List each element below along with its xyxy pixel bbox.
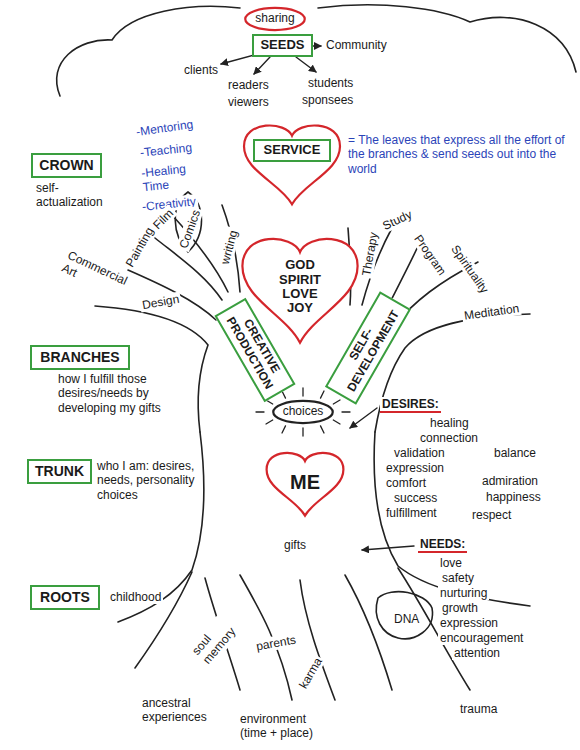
text-label: how I fulfill those desires/needs by dev…	[56, 372, 188, 415]
text-label: self-actualization	[34, 181, 116, 210]
text-label: nurturing	[438, 586, 489, 600]
text-label: readers	[226, 78, 271, 92]
roots-box-text: ROOTS	[40, 589, 90, 605]
text-label: childhood	[108, 590, 163, 604]
text-label: success	[392, 491, 439, 505]
text-label: encouragement	[438, 631, 525, 645]
text-label: comfort	[384, 476, 428, 490]
text-label: sponsees	[300, 93, 355, 107]
choices-oval: choices	[272, 400, 334, 424]
crown-box: CROWN	[31, 153, 102, 178]
text-label: Community	[324, 38, 389, 52]
text-label: environment (time + place)	[238, 712, 334, 741]
text-label: writing	[217, 227, 241, 268]
text-label: parents	[253, 632, 299, 654]
heart-shape	[267, 453, 344, 516]
text-label: connection	[418, 431, 480, 445]
text-label: DNA	[392, 612, 421, 626]
heading-label: NEEDS:	[418, 537, 467, 553]
service-heart	[244, 126, 340, 205]
note-label: -Healing Time	[139, 160, 208, 196]
text-label: fulfillment	[384, 506, 439, 520]
text-label: attention	[452, 646, 502, 660]
note-label: = The leaves that express all the effort…	[346, 133, 572, 176]
crown-outline	[57, 5, 576, 96]
text-label: admiration	[480, 474, 540, 488]
service-box: SERVICE	[253, 139, 331, 162]
text-label: gifts	[282, 538, 308, 552]
heading-label: DESIRES:	[380, 397, 441, 413]
text-label: Spirituality	[447, 241, 493, 298]
branches-box: BRANCHES	[30, 345, 130, 370]
trunk-box: TRUNK	[27, 459, 92, 484]
sharing-circle: sharing	[244, 7, 306, 31]
self-development-box: SELF-DEVELOPMENT	[325, 291, 411, 404]
text-label: Program	[410, 231, 450, 280]
text-label: clients	[182, 63, 220, 77]
text-label: students	[306, 76, 355, 90]
text-label: expression	[384, 461, 446, 475]
text-label: Design	[139, 292, 182, 313]
text-label: respect	[470, 508, 513, 522]
text-label: karma	[295, 653, 326, 693]
seeds-box-text: SEEDS	[260, 38, 304, 53]
text-label: happiness	[484, 490, 543, 504]
text-label: viewers	[226, 95, 271, 109]
text-label: balance	[492, 446, 538, 460]
text-label: expression	[438, 616, 500, 630]
seeds-box: SEEDS	[252, 34, 313, 57]
text-label: growth	[440, 601, 480, 615]
trunk-box-text: TRUNK	[35, 463, 84, 479]
text-label: who I am: desires, needs, personality ch…	[95, 459, 197, 502]
text-label: love	[438, 556, 464, 570]
ellipse-shape	[245, 8, 305, 30]
roots-box: ROOTS	[30, 585, 100, 610]
crown-box-text: CROWN	[39, 157, 93, 173]
text-label: trauma	[458, 702, 499, 716]
text-label: validation	[392, 446, 447, 460]
self-development-box-text: SELF-DEVELOPMENT	[333, 300, 404, 395]
creative-production-box-text: CREATIVE PRODUCTION	[222, 307, 288, 394]
text-label: soul memory	[188, 612, 242, 669]
text-label: Painting	[122, 223, 158, 271]
ellipse-shape	[273, 401, 333, 423]
god-heart-text: GOD SPIRIT LOVE JOY	[271, 258, 329, 315]
text-label: Meditation	[461, 301, 522, 324]
text-label: healing	[428, 416, 471, 430]
choices-oval-text: choices	[283, 405, 324, 419]
branches-box-text: BRANCHES	[40, 349, 119, 365]
service-box-text: SERVICE	[264, 143, 321, 158]
note-label: -Mentoring	[133, 117, 196, 140]
text-label: Therapy	[359, 229, 382, 279]
me-heart: ME	[265, 447, 345, 517]
text-label: ancestral experiences	[140, 696, 222, 725]
me-heart-text: ME	[290, 471, 320, 494]
text-label: Study	[379, 206, 417, 234]
sharing-circle-text: sharing	[255, 12, 294, 26]
text-label: safety	[440, 571, 476, 585]
note-label: -Teaching	[137, 140, 194, 160]
